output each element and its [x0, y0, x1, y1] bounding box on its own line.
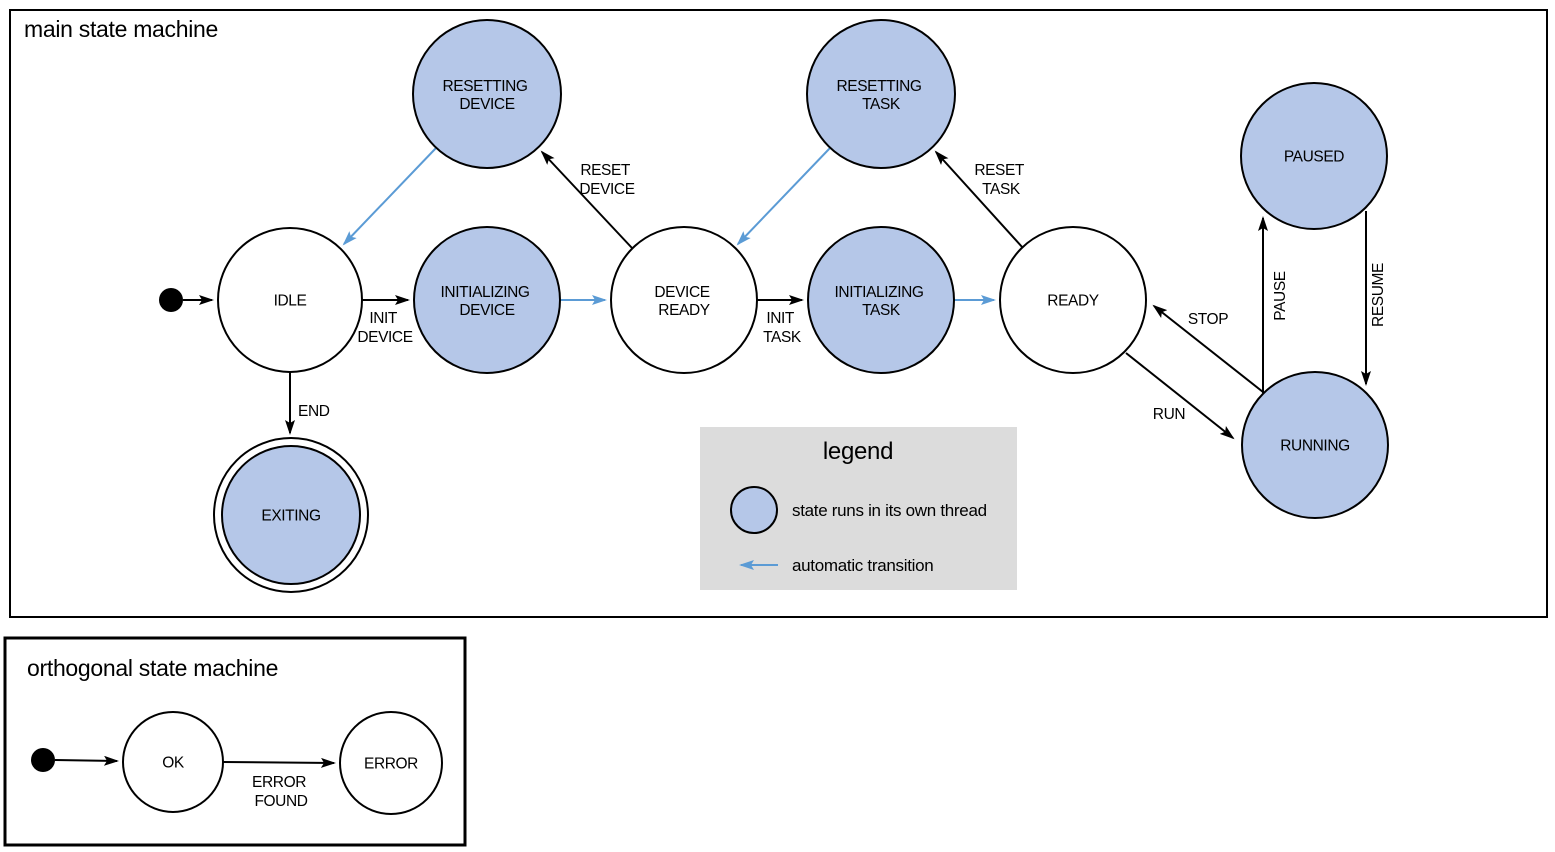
legend-title: legend [823, 438, 893, 465]
state-initializing-task-line2: TASK [862, 302, 901, 319]
label-init-device-line1: INIT [369, 310, 398, 327]
label-init-task: INIT TASK [763, 310, 802, 346]
state-initializing-task-label: INITIALIZING TASK [835, 284, 928, 319]
label-init-task-line1: INIT [766, 310, 795, 327]
state-resetting-task-line1: RESETTING [836, 78, 921, 95]
state-initializing-device [413, 226, 561, 374]
state-running-label: RUNNING [1280, 438, 1350, 455]
state-error [339, 711, 443, 815]
state-resetting-task [806, 19, 956, 169]
label-error-found-line1: ERROR [252, 774, 306, 791]
state-resetting-device-label: RESETTING DEVICE [442, 78, 531, 113]
state-device-ready [610, 226, 758, 374]
transition-reset-task [934, 150, 1024, 249]
label-error-found: ERROR FOUND [252, 774, 310, 810]
state-resetting-device-line1: RESETTING [442, 78, 527, 95]
state-error-label: ERROR [364, 756, 418, 773]
state-initializing-task [807, 226, 955, 374]
state-device-ready-line2: READY [658, 302, 709, 319]
legend-auto-transition-label: automatic transition [792, 556, 933, 575]
legend-threaded-state-circle-icon [730, 486, 778, 534]
state-device-ready-line1: DEVICE [654, 284, 709, 301]
main-panel-title: main state machine [24, 16, 218, 42]
state-ok-label: OK [162, 755, 185, 772]
transition-error-found [222, 757, 336, 768]
state-initializing-device-line1: INITIALIZING [441, 284, 530, 301]
state-running [1241, 371, 1389, 519]
auto-transition-resetting-device-to-idle [342, 147, 437, 246]
initial-state-dot [159, 288, 183, 312]
transition-start-to-ok [54, 755, 119, 766]
label-init-device-line2: DEVICE [357, 329, 412, 346]
label-init-task-line2: TASK [763, 329, 802, 346]
label-run: RUN [1153, 406, 1185, 423]
label-reset-task-line1: RESET [974, 162, 1025, 179]
transition-reset-device [540, 150, 633, 249]
label-stop: STOP [1188, 311, 1228, 328]
label-error-found-line2: FOUND [254, 793, 307, 810]
state-paused [1240, 82, 1388, 230]
state-ok [122, 711, 224, 813]
label-reset-device: RESET DEVICE [579, 162, 634, 198]
auto-transition-resetting-task-to-device-ready [736, 147, 831, 246]
state-idle-label: IDLE [274, 293, 307, 310]
state-initializing-device-line2: DEVICE [459, 302, 514, 319]
label-end: END [298, 403, 330, 420]
label-reset-device-line2: DEVICE [579, 181, 634, 198]
state-paused-label: PAUSED [1284, 149, 1344, 166]
state-resetting-task-line2: TASK [862, 96, 901, 113]
orthogonal-initial-state-dot [31, 748, 55, 772]
state-initializing-device-label: INITIALIZING DEVICE [441, 284, 534, 319]
state-device-ready-label: DEVICE READY [654, 284, 713, 319]
transition-stop [1152, 304, 1264, 393]
label-reset-task-line2: TASK [982, 181, 1021, 198]
state-resetting-device-line2: DEVICE [459, 96, 514, 113]
state-ready-label: READY [1047, 293, 1098, 310]
label-resume: RESUME [1370, 263, 1387, 327]
transition-run [1125, 352, 1235, 440]
state-resetting-device [412, 19, 562, 169]
legend-threaded-state-label: state runs in its own thread [792, 501, 987, 520]
state-resetting-task-label: RESETTING TASK [836, 78, 925, 113]
state-initializing-task-line1: INITIALIZING [835, 284, 924, 301]
label-reset-task: RESET TASK [974, 162, 1027, 198]
state-idle [217, 227, 363, 373]
label-pause: PAUSE [1272, 271, 1289, 320]
state-exiting-label: EXITING [261, 508, 320, 525]
orthogonal-panel-title: orthogonal state machine [27, 655, 278, 681]
state-exiting [221, 445, 361, 585]
label-init-device: INIT DEVICE [357, 310, 412, 346]
state-ready [999, 226, 1147, 374]
label-reset-device-line1: RESET [580, 162, 631, 179]
